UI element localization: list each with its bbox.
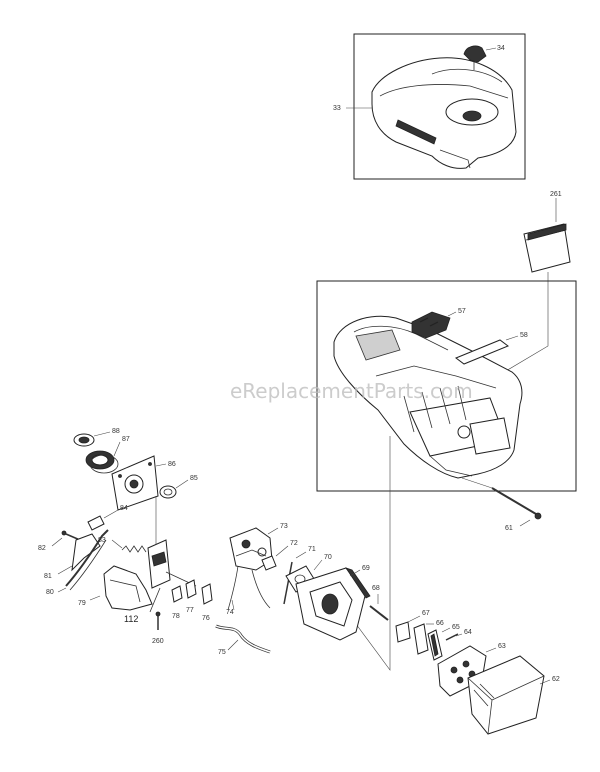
rod-part-71[interactable] [283,561,293,605]
label-68: 68 [372,585,380,592]
carb-adapter-part-86[interactable] [111,455,159,511]
seal-part-65[interactable] [427,629,443,661]
choke-rod-part-81[interactable] [71,533,101,572]
label-84: 84 [120,505,128,512]
screw-part-82[interactable] [61,530,81,541]
label-75: 75 [218,649,226,656]
cover-knob-part-34[interactable] [463,45,487,70]
gasket-part-57[interactable] [411,311,451,339]
label-34: 34 [497,45,505,52]
label-85: 85 [190,475,198,482]
seal-part-58[interactable] [454,339,510,365]
label-58: 58 [520,332,528,339]
throttle-link-part-80[interactable] [65,529,109,591]
label-261: 261 [550,191,562,198]
label-72: 72 [290,540,298,547]
label-69: 69 [362,565,370,572]
label-73: 73 [280,523,288,530]
label-77: 77 [186,607,194,614]
bracket-part-84[interactable] [87,515,105,531]
label-65: 65 [452,624,460,631]
label-57: 57 [458,308,466,315]
watermark: eReplacementParts.com [230,379,473,403]
air-cleaner-housing-part-69[interactable] [295,567,371,641]
base-frame [316,280,577,492]
stud-part-68[interactable] [369,605,389,621]
label-66: 66 [436,620,444,627]
label-88: 88 [112,428,120,435]
spring-part-72[interactable] [261,555,277,571]
label-87: 87 [122,436,130,443]
pin-part-77[interactable] [185,579,197,599]
label-64: 64 [464,629,472,636]
cover-frame [353,33,526,180]
fuel-line-part-74[interactable] [227,565,271,611]
label-82: 82 [38,545,46,552]
label-112: 112 [124,614,138,624]
bolt-part-64[interactable] [445,633,459,641]
pad-part-67[interactable] [395,621,411,643]
label-63: 63 [498,643,506,650]
filter-cartridge-part-62[interactable] [467,655,545,735]
fuel-hose-part-75[interactable] [215,624,271,654]
label-80: 80 [46,589,54,596]
intake-boot-part-87[interactable] [85,450,119,474]
label-260: 260 [152,638,164,645]
label-81: 81 [44,573,52,580]
carburetor-part-73[interactable] [229,527,273,571]
label-62: 62 [552,676,560,683]
governor-lever-part-79[interactable] [103,565,153,611]
screw-part-260[interactable] [155,611,161,630]
pin-part-78[interactable] [171,585,183,603]
label-86: 86 [168,461,176,468]
label-67: 67 [422,610,430,617]
pin-part-76[interactable] [201,583,213,605]
label-70: 70 [324,554,332,561]
gasket-part-66[interactable] [413,623,429,655]
engine-cover-part-33[interactable] [371,57,517,169]
label-76: 76 [202,615,210,622]
label-79: 79 [78,600,86,607]
label-78: 78 [172,613,180,620]
spring-part-83[interactable] [121,545,147,553]
carburetor-body-linkage[interactable] [147,539,197,613]
label-33: 33 [333,105,341,112]
label-71: 71 [308,546,316,553]
label-83: 83 [98,537,106,544]
filter-element-part-261[interactable] [523,223,571,273]
hose-clamp-part-88[interactable] [73,433,95,447]
label-74: 74 [226,609,234,616]
bolt-part-61[interactable] [491,487,542,520]
o-ring-part-85[interactable] [159,485,177,499]
label-61: 61 [505,525,513,532]
